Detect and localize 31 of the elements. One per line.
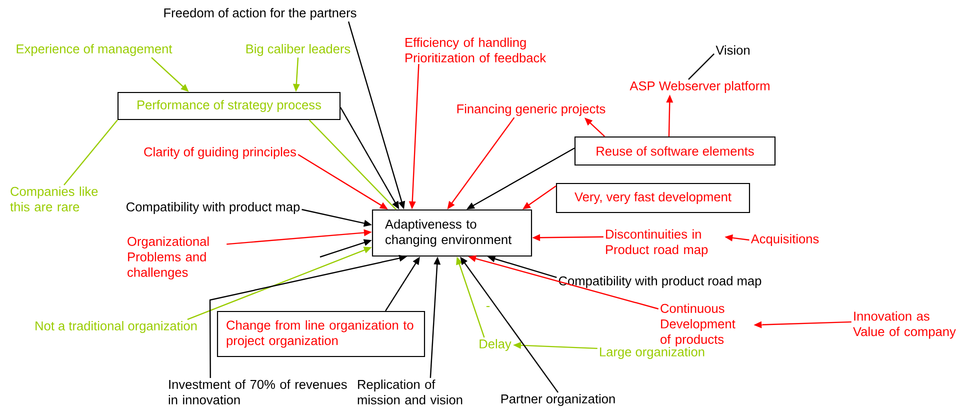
connector-line: [688, 53, 715, 80]
connector-line: [308, 120, 396, 210]
factor-label: Experience of management: [16, 44, 172, 56]
factor-label: Large organization: [600, 347, 704, 359]
factor-label: Compatibility with product road map: [558, 276, 762, 288]
factor-label: Clarity of guiding principles: [144, 147, 296, 159]
factor-label: Continuous Development of products: [660, 304, 736, 346]
factor-label: Investment of 70% of revenues in innovation: [168, 380, 347, 404]
factor-label: Efficiency of handling Prioritization of feedback: [406, 38, 546, 62]
factor-label: Organizational Problems and challenges: [128, 236, 209, 280]
connector-line: [64, 120, 118, 186]
factor-label: Big caliber leaders: [246, 44, 350, 56]
factor-box: Change from line organization to project organization: [216, 310, 426, 358]
factor-label: Discontinuities in Product road map: [606, 229, 708, 257]
factor-label: Delay: [480, 339, 512, 351]
factor-label: Vision: [716, 45, 750, 55]
factor-label: Not a traditional organization: [36, 321, 197, 333]
factor-box: Performance of strategy process: [117, 92, 341, 120]
minus-sign: -: [486, 306, 490, 308]
factor-label: Freedom of action for the partners: [164, 8, 356, 20]
central-box: Adaptiveness to changing environment: [372, 209, 532, 257]
factor-box: Reuse of software elements: [574, 136, 776, 166]
factor-box: Very, very fast development: [556, 182, 750, 214]
factor-label: Financing generic projects: [457, 104, 606, 116]
factor-label: Replication of mission and vision: [358, 380, 462, 404]
factor-label: Innovation as Value of company: [853, 311, 956, 339]
factor-label: Companies like this are rare: [10, 186, 98, 212]
factor-label: Compatibility with product map: [126, 202, 300, 214]
factor-label: ASP Webserver platform: [630, 81, 770, 93]
factor-label: Acquisitions: [750, 234, 819, 246]
factor-label: Partner organization: [501, 394, 615, 406]
